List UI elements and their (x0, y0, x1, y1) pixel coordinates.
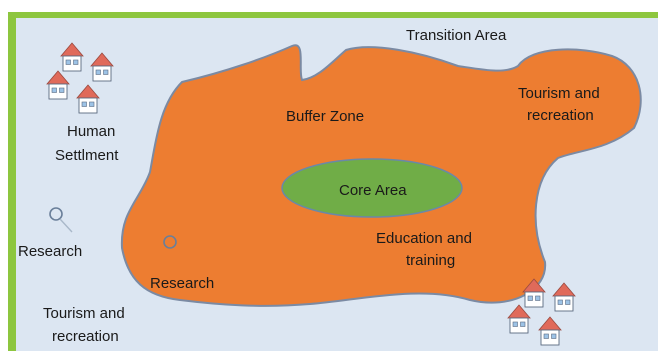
frame-left-border (8, 12, 16, 351)
core-area-label: Core Area (339, 182, 407, 199)
tourism-right-label-line2: recreation (527, 107, 594, 124)
magnifier-icon (49, 207, 73, 233)
tourism-left-label-line1: Tourism and (43, 305, 125, 322)
tourism-right-label-line1: Tourism and (518, 85, 600, 102)
research-inner-label: Research (150, 275, 214, 292)
human-settlement-label-line2: Settlment (55, 147, 119, 164)
magnifier-icon (163, 235, 177, 249)
research-outer-label: Research (18, 243, 82, 260)
transition-area-label: Transition Area (406, 27, 507, 44)
core-area-ellipse (281, 158, 463, 218)
education-label-line1: Education and (376, 230, 472, 247)
frame-top-border (8, 12, 658, 18)
tourism-left-label-line2: recreation (52, 328, 119, 345)
buffer-zone-label: Buffer Zone (286, 108, 364, 125)
human-settlement-label-line1: Human (67, 123, 115, 140)
education-label-line2: training (406, 252, 455, 269)
